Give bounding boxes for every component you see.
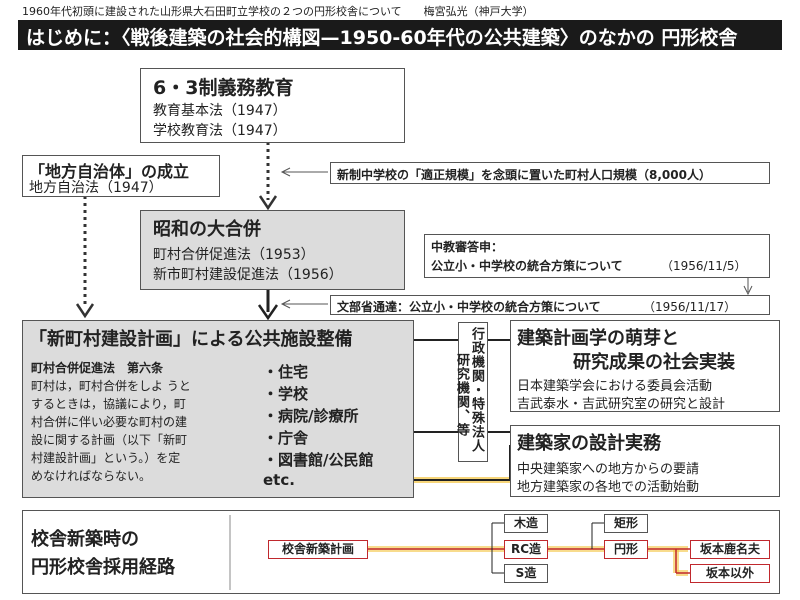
law-chiho-jichi: 地方自治法（1947） xyxy=(29,180,163,196)
research-title1: 建築計画学の萌芽と xyxy=(517,328,679,349)
article-line: 村建設計画」という。）を定 xyxy=(31,451,181,465)
architects-line: 中央建築家への地方からの要請 xyxy=(517,462,700,477)
administrative-label-box: 行政機関・特殊法人 研究機関、等 xyxy=(454,322,488,462)
monbusho-date: （1956/11/17） xyxy=(643,300,737,314)
article-line: 村合併に伴い必要な町村の建 xyxy=(31,415,188,429)
facility-item: ・図書館/公民館 xyxy=(263,451,374,469)
merger-title: 昭和の大合併 xyxy=(153,219,261,240)
node-wood: 木造 xyxy=(504,514,548,533)
article-title: 町村合併促進法 第六条 xyxy=(31,361,164,375)
note-population: 新制中学校の「適正規模」を念頭に置いた町村人口規模（8,000人） xyxy=(337,168,711,182)
architects-title: 建築家の設計実務 xyxy=(517,433,661,454)
chukyo-box: 中教審答申： 公立小・中学校の統合方策について （1956/11/5） xyxy=(424,234,770,278)
node-other: 坂本以外 xyxy=(690,564,770,583)
facility-item: ・病院/診療所 xyxy=(263,407,359,425)
arrowhead-compulsory xyxy=(258,195,278,211)
article-line: するときは，協議により，町 xyxy=(31,397,186,411)
vertical-label-col2: 研究機関、等 xyxy=(454,353,469,437)
node-circle: 円形 xyxy=(604,540,648,559)
chukyo-label: 中教審答申： xyxy=(431,240,504,254)
route-box: 校舎新築時の 円形校舎採用経路 xyxy=(22,510,780,594)
compulsory-education-box: 6・3制義務教育 教育基本法（1947） 学校教育法（1947） xyxy=(140,68,405,143)
showa-merger-box: 昭和の大合併 町村合併促進法（1953） 新市町村建設促進法（1956） xyxy=(140,210,405,290)
architects-line: 地方建築家の各地での活動始動 xyxy=(517,480,700,495)
note-population-box: 新制中学校の「適正規模」を念頭に置いた町村人口規模（8,000人） xyxy=(330,162,770,184)
facility-item: ・学校 xyxy=(263,385,309,403)
arrowhead-localgov xyxy=(75,303,95,319)
facility-item: ・住宅 xyxy=(263,363,309,381)
article-line: 町村は，町村合併をしよ うと xyxy=(31,379,191,393)
node-rc: RC造 xyxy=(504,540,548,559)
route-title-line1: 校舎新築時の xyxy=(31,529,139,550)
plan-title: 「新町村建設計画」による公共施設整備 xyxy=(29,329,353,350)
page-title: はじめに：〈戦後建築の社会的構図—1950-60年代の公共建築〉のなかの 円形校… xyxy=(26,27,738,49)
vertical-label-col1: 行政機関・特殊法人 xyxy=(469,327,484,453)
compulsory-title: 6・3制義務教育 xyxy=(153,77,294,99)
article-line: めなければならない。 xyxy=(31,469,152,483)
node-school-plan: 校舎新築計画 xyxy=(268,540,368,559)
node-steel: S造 xyxy=(504,564,548,583)
law-new-municipality: 新市町村建設促進法（1956） xyxy=(153,267,343,283)
monbusho-text: 文部省通達：公立小・中学校の統合方策について xyxy=(337,300,601,314)
architect-practice-box: 建築家の設計実務 中央建築家への地方からの要請 地方建築家の各地での活動始動 xyxy=(510,425,780,497)
facility-item: etc. xyxy=(263,471,295,489)
local-government-box: 「地方自治体」の成立 地方自治法（1947） xyxy=(22,155,220,197)
law-kyoiku-kihon: 教育基本法（1947） xyxy=(153,103,287,119)
route-title-line2: 円形校舎採用経路 xyxy=(31,557,175,578)
new-municipality-plan-box: 「新町村建設計画」による公共施設整備 町村合併促進法 第六条 町村は，町村合併を… xyxy=(22,320,414,498)
facility-item: ・庁舎 xyxy=(263,429,309,447)
research-title2: 研究成果の社会実装 xyxy=(573,352,735,373)
monbusho-box: 文部省通達：公立小・中学校の統合方策について （1956/11/17） xyxy=(330,295,770,315)
node-rect: 矩形 xyxy=(604,514,648,533)
title-bar: はじめに：〈戦後建築の社会的構図—1950-60年代の公共建築〉のなかの 円形校… xyxy=(18,20,782,50)
chukyo-text: 公立小・中学校の統合方策について xyxy=(431,259,623,273)
law-merger-promotion: 町村合併促進法（1953） xyxy=(153,247,315,263)
local-gov-title: 「地方自治体」の成立 xyxy=(29,162,190,181)
arrowhead-merger xyxy=(257,304,279,321)
research-line: 吉武泰水・吉武研究室の研究と設計 xyxy=(517,397,726,412)
law-gakko-kyoiku: 学校教育法（1947） xyxy=(153,123,287,139)
chukyo-date: （1956/11/5） xyxy=(661,259,747,273)
research-line: 日本建築学会における委員会活動 xyxy=(517,379,713,394)
node-sakamoto: 坂本鹿名夫 xyxy=(690,540,770,559)
header-topline: 1960年代初頭に建設された山形県大石田町立学校の２つの円形校舎について 梅宮弘… xyxy=(22,5,534,18)
architectural-planning-box: 建築計画学の萌芽と 研究成果の社会実装 日本建築学会における委員会活動 吉武泰水… xyxy=(510,320,780,412)
article-line: 設に関する計画（以下「新町 xyxy=(31,433,188,447)
